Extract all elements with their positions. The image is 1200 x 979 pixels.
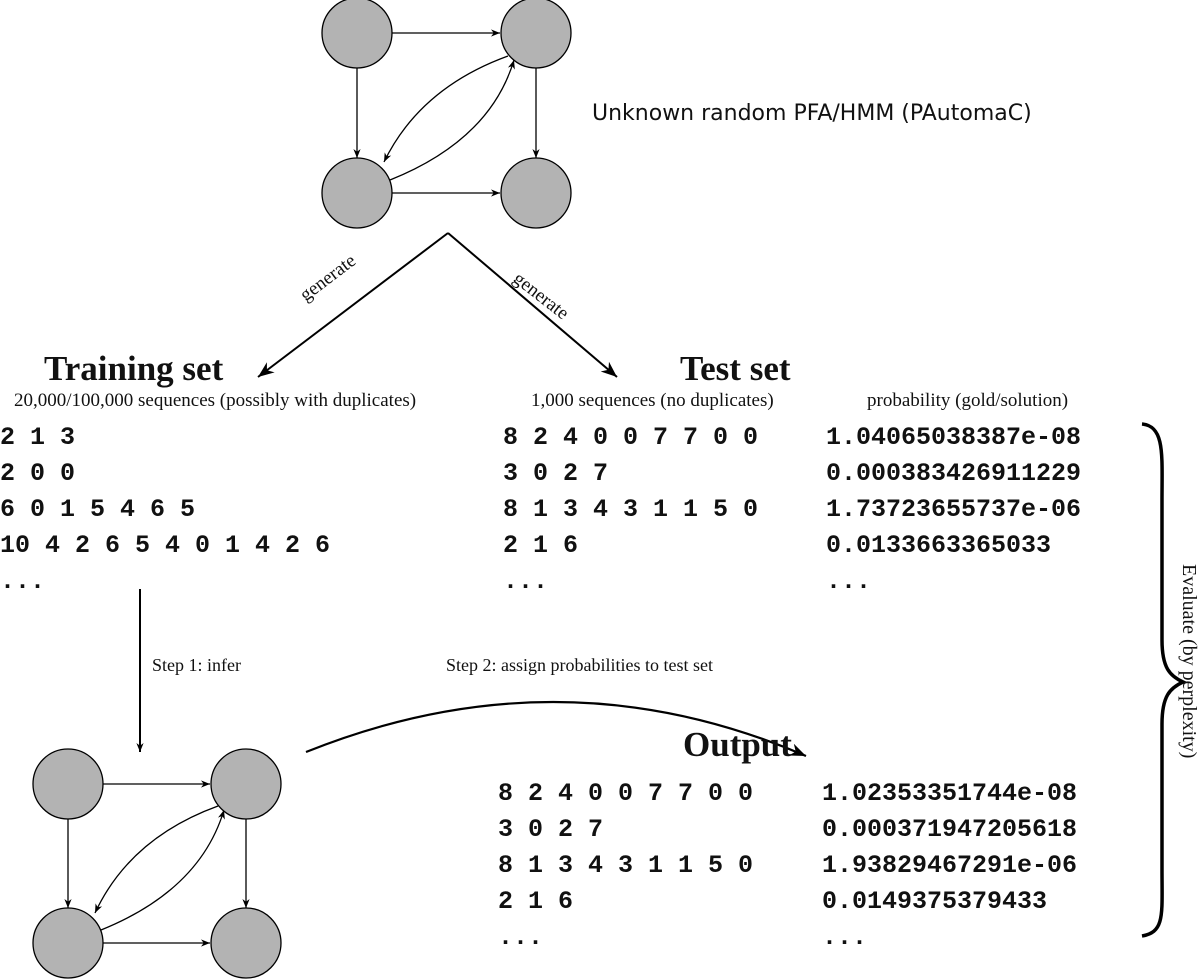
state-node [210,907,282,979]
sequence-row: ... [503,567,549,596]
sequence-row: 3 0 2 7 [503,459,609,488]
state-node [321,0,393,69]
unknown-automaton-graph [321,0,572,229]
output-title: Output [683,725,792,764]
probability-value: ... [826,567,872,596]
edge-tr-bl-curve [383,55,509,163]
inferred-automaton-graph [32,748,282,979]
sequence-row: 2 1 6 [503,531,579,560]
probability-value: 1.04065038387e-08 [826,423,1082,452]
probability-value: 0.000383426911229 [826,459,1082,488]
test-probabilities: 1.04065038387e-08 0.000383426911229 1.73… [826,420,1081,600]
sequence-row: ... [498,923,544,952]
sequence-row: 10 4 2 6 5 4 0 1 4 2 6 [0,531,331,560]
sequence-row: ... [0,567,46,596]
training-set-title: Training set [44,349,224,388]
sequence-row: 2 0 0 [0,459,76,488]
output-sequences: 8 2 4 0 0 7 7 0 0 3 0 2 7 8 1 3 4 3 1 1 … [498,776,753,956]
edge-tr-bl-curve [94,805,219,914]
state-node [500,157,572,229]
state-node [32,748,104,820]
sequence-row: 3 0 2 7 [498,815,604,844]
probability-value: 1.93829467291e-06 [822,851,1078,880]
training-sequences: 2 1 3 2 0 0 6 0 1 5 4 6 5 10 4 2 6 5 4 0… [0,420,330,600]
sequence-row: 8 1 3 4 3 1 1 5 0 [498,851,754,880]
generate-arrow-training [257,232,449,378]
probability-value: 0.000371947205618 [822,815,1078,844]
sequence-row: 6 0 1 5 4 6 5 [0,495,196,524]
sequence-row: 8 2 4 0 0 7 7 0 0 [498,779,754,808]
probability-value: 0.0149375379433 [822,887,1048,916]
state-node [210,748,282,820]
test-set-subtitle: 1,000 sequences (no duplicates) [531,390,774,411]
probability-value: 1.73723655737e-06 [826,495,1082,524]
test-sequences: 8 2 4 0 0 7 7 0 0 3 0 2 7 8 1 3 4 3 1 1 … [503,420,758,600]
probability-value: 0.0133663365033 [826,531,1052,560]
training-set-subtitle: 20,000/100,000 sequences (possibly with … [14,390,417,411]
probability-value: ... [822,923,868,952]
sequence-row: 8 1 3 4 3 1 1 5 0 [503,495,759,524]
state-node [321,157,393,229]
unknown-model-label: Unknown random PFA/HMM (PAutomaC) [592,101,1032,126]
state-node [500,0,572,69]
edge-bl-tr-curve [389,59,515,181]
step1-label: Step 1: infer [152,655,241,675]
sequence-row: 2 1 3 [0,423,76,452]
generate-arrow-test [447,232,618,378]
test-set-title: Test set [680,349,791,388]
step2-label: Step 2: assign probabilities to test set [446,655,713,675]
step2-arrow [305,700,807,758]
edge-bl-tr-curve [100,809,225,931]
evaluate-label: Evaluate (by perplexity) [1178,564,1200,759]
sequence-row: 8 2 4 0 0 7 7 0 0 [503,423,759,452]
probability-header: probability (gold/solution) [867,390,1069,411]
state-node [32,907,104,979]
probability-value: 1.02353351744e-08 [822,779,1078,808]
output-probabilities: 1.02353351744e-08 0.000371947205618 1.93… [822,776,1077,956]
evaluate-brace [1141,422,1188,938]
sequence-row: 2 1 6 [498,887,574,916]
